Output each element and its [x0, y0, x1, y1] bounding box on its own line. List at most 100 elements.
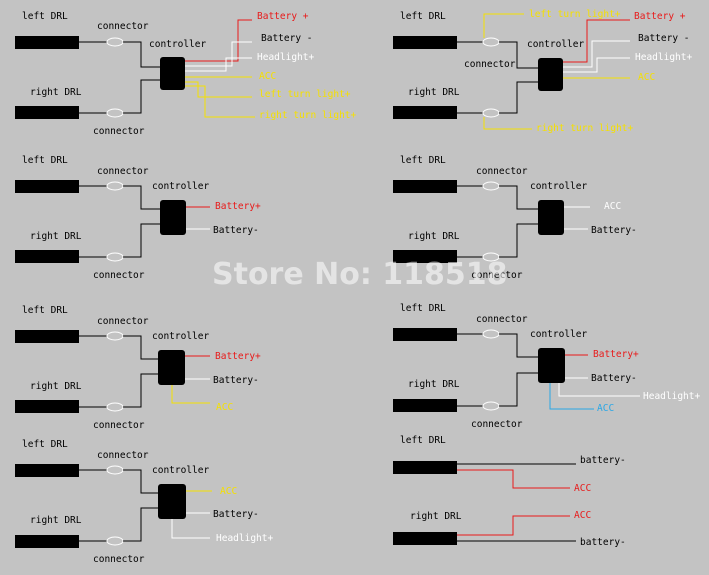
connector-symbol [106, 181, 124, 191]
right-drl-lamp [393, 532, 457, 545]
left-drl-label: left DRL [400, 11, 446, 22]
diagram-7: left DRL connector right DRL connector c… [15, 439, 273, 565]
left-drl-lamp [15, 330, 79, 343]
connector-label: connector [93, 554, 145, 565]
battery-plus-label: Battery+ [593, 349, 639, 360]
controller-label: controller [530, 329, 587, 340]
right-drl-label: right DRL [30, 515, 82, 526]
battery-minus-label: Battery- [213, 375, 259, 386]
connector-label: connector [93, 270, 145, 281]
right-drl-lamp [15, 535, 79, 548]
right-turn-light-label: right turn light+ [259, 110, 357, 121]
diagram-4: left DRL connector right DRL connector c… [393, 155, 637, 281]
connector-symbol [106, 108, 124, 118]
connector-label: connector [97, 450, 149, 461]
right-turn-light-label: right turn light+ [536, 123, 634, 134]
right-drl-label: right DRL [30, 87, 82, 98]
left-drl-lamp [393, 36, 457, 49]
left-turn-light-label: left turn light+ [259, 89, 351, 100]
diagram-2: left DRL left turn light+ connector righ… [393, 9, 692, 134]
acc-label: ACC [259, 71, 276, 82]
left-drl-label: left DRL [22, 439, 68, 450]
controller-box [158, 350, 185, 385]
headlight-plus-label: Headlight+ [643, 391, 700, 402]
battery-minus-label: Battery- [213, 225, 259, 236]
battery-minus-label: battery- [580, 537, 626, 548]
connector-symbol [106, 252, 124, 262]
battery-minus-label: Battery - [261, 33, 312, 44]
left-drl-label: left DRL [22, 305, 68, 316]
acc-label: ACC [604, 201, 621, 212]
controller-label: controller [527, 39, 584, 50]
acc-label: ACC [220, 486, 237, 497]
left-drl-lamp [393, 180, 457, 193]
connector-label: connector [97, 316, 149, 327]
controller-box [160, 200, 186, 235]
connector-symbol [482, 108, 500, 118]
diagram-5: left DRL connector right DRL connector c… [15, 305, 261, 431]
acc-label: ACC [597, 403, 614, 414]
battery-minus-label: Battery- [591, 225, 637, 236]
connector-label: connector [93, 126, 145, 137]
controller-label: controller [152, 331, 209, 342]
connector-label: connector [476, 166, 528, 177]
connector-label: connector [476, 314, 528, 325]
connector-label: connector [97, 21, 149, 32]
battery-plus-label: Battery+ [215, 201, 261, 212]
connector-symbol [482, 181, 500, 191]
battery-plus-label: Battery + [634, 11, 686, 22]
left-drl-lamp [393, 328, 457, 341]
headlight-plus-label: Headlight+ [257, 52, 314, 63]
right-drl-label: right DRL [408, 231, 460, 242]
left-drl-lamp [15, 36, 79, 49]
headlight-plus-label: Headlight+ [216, 533, 273, 544]
controller-label: controller [152, 465, 209, 476]
left-drl-label: left DRL [22, 155, 68, 166]
left-drl-label: left DRL [22, 11, 68, 22]
connector-label: connector [93, 420, 145, 431]
headlight-plus-label: Headlight+ [635, 52, 692, 63]
acc-label: ACC [574, 483, 591, 494]
right-drl-lamp [393, 399, 457, 412]
connector-symbol [482, 401, 500, 411]
connector-symbol [482, 37, 500, 47]
battery-minus-label: battery- [580, 455, 626, 466]
connector-label: connector [464, 59, 516, 70]
acc-label: ACC [638, 72, 655, 83]
diagram-8: left DRL battery- ACC right DRL ACC batt… [393, 435, 626, 548]
right-drl-lamp [15, 106, 79, 119]
right-drl-label: right DRL [408, 87, 460, 98]
store-watermark: Store No: 118518 [212, 257, 508, 292]
diagram-1: left DRL connector right DRL connector c… [15, 11, 357, 137]
controller-label: controller [152, 181, 209, 192]
connector-symbol [482, 329, 500, 339]
controller-label: controller [149, 39, 206, 50]
controller-label: controller [530, 181, 587, 192]
controller-box [538, 348, 565, 383]
connector-label: connector [471, 419, 523, 430]
left-drl-label: left DRL [400, 435, 446, 446]
battery-minus-label: Battery- [213, 509, 259, 520]
acc-label: ACC [216, 402, 233, 413]
right-drl-label: right DRL [30, 231, 82, 242]
acc-label: ACC [574, 510, 591, 521]
right-drl-label: right DRL [410, 511, 462, 522]
diagram-3: left DRL connector right DRL connector c… [15, 155, 261, 281]
right-drl-label: right DRL [408, 379, 460, 390]
right-drl-lamp [15, 400, 79, 413]
left-drl-lamp [393, 461, 457, 474]
left-drl-label: left DRL [400, 303, 446, 314]
controller-box [160, 57, 185, 90]
left-drl-label: left DRL [400, 155, 446, 166]
connector-label: connector [97, 166, 149, 177]
left-drl-lamp [15, 464, 79, 477]
right-drl-lamp [15, 250, 79, 263]
battery-minus-label: Battery- [591, 373, 637, 384]
connector-symbol [106, 402, 124, 412]
right-drl-label: right DRL [30, 381, 82, 392]
battery-plus-label: Battery+ [215, 351, 261, 362]
connector-symbol [106, 331, 124, 341]
diagram-6: left DRL connector right DRL connector c… [393, 303, 700, 430]
right-drl-lamp [393, 106, 457, 119]
controller-box [538, 200, 564, 235]
